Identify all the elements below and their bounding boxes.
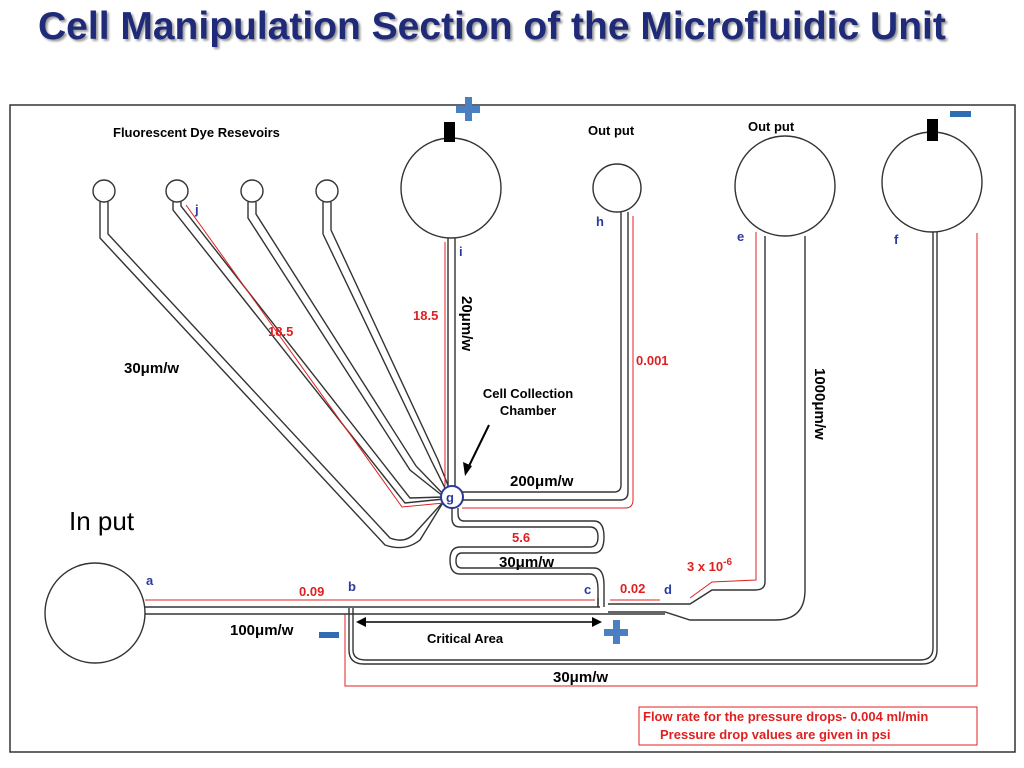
dye-channel-2 [172, 202, 445, 504]
width-1000-label: 1000μm/w [811, 368, 828, 440]
node-b-label: b [348, 579, 356, 594]
pressure-drop-serpentine: 5.6 [512, 530, 530, 545]
dye-reservoirs [92, 179, 339, 203]
legend-line-1: Flow rate for the pressure drops- 0.004 … [643, 709, 928, 724]
channel-d-e [608, 236, 806, 621]
plus-sign-bottom [604, 620, 628, 644]
width-200-label: 200μm/w [510, 473, 574, 490]
width-100-label: 100μm/w [230, 622, 294, 639]
reservoir-e [734, 135, 836, 237]
pressure-path-j [185, 204, 445, 508]
critical-area-arrow [356, 617, 602, 627]
minus-sign-top [950, 111, 971, 117]
node-e-label: e [737, 229, 744, 244]
pressure-drop-ab: 0.09 [299, 584, 324, 599]
chamber-label-line1: Cell Collection [483, 386, 573, 401]
reservoir-i [400, 137, 502, 239]
output-e-label: Out put [748, 119, 795, 134]
dye-reservoir-1 [92, 179, 116, 203]
width-bottom-label: 30μm/w [553, 669, 608, 686]
reservoir-f [881, 131, 983, 233]
node-j-label: j [194, 202, 199, 217]
legend-line-2: Pressure drop values are given in psi [660, 727, 890, 742]
channel-g-h [462, 212, 622, 493]
dye-channel-3 [247, 202, 445, 498]
slide-title: Cell Manipulation Section of the Microfl… [38, 5, 946, 48]
dye-reservoir-4 [315, 179, 339, 203]
node-f-label: f [894, 232, 899, 247]
chamber-arrow [463, 424, 490, 476]
width-vertical-label: 20μm/w [458, 296, 475, 351]
reservoir-h [592, 163, 642, 213]
channel-f-b [352, 232, 934, 661]
node-d-label: d [664, 582, 672, 597]
width-serpentine-label: 30μm/w [499, 554, 554, 571]
pressure-drop-e: 3 x 10-6 [687, 557, 732, 574]
dye-reservoir-3 [240, 179, 264, 203]
serpentine-channel [449, 508, 599, 607]
diagram-frame [9, 104, 1016, 753]
reservoir-a [44, 562, 146, 664]
width-dye-label: 30μm/w [124, 360, 179, 377]
pressure-drop-j: 18.5 [268, 324, 293, 339]
pressure-drop-h: 0.001 [636, 353, 669, 368]
dye-channel-4 [322, 202, 447, 491]
dye-channel-1 [99, 202, 445, 549]
node-i-label: i [459, 244, 463, 259]
node-a-label: a [146, 573, 154, 588]
input-label: In put [69, 506, 135, 536]
electrode-i [444, 122, 455, 142]
pressure-drop-cd: 0.02 [620, 581, 645, 596]
node-g-label: g [446, 490, 454, 505]
pressure-path-f [344, 233, 978, 687]
electrode-f [927, 119, 938, 141]
dye-reservoirs-label: Fluorescent Dye Resevoirs [113, 125, 280, 140]
node-c-label: c [584, 582, 591, 597]
dye-reservoir-2 [165, 179, 189, 203]
minus-sign-bottom [319, 632, 339, 638]
dye-channels [99, 202, 450, 549]
legend-box [638, 706, 978, 746]
pressure-drop-i: 18.5 [413, 308, 438, 323]
critical-area-label: Critical Area [427, 631, 504, 646]
output-h-label: Out put [588, 123, 635, 138]
node-h-label: h [596, 214, 604, 229]
plus-sign-top [456, 97, 480, 121]
chamber-label-line2: Chamber [500, 403, 556, 418]
